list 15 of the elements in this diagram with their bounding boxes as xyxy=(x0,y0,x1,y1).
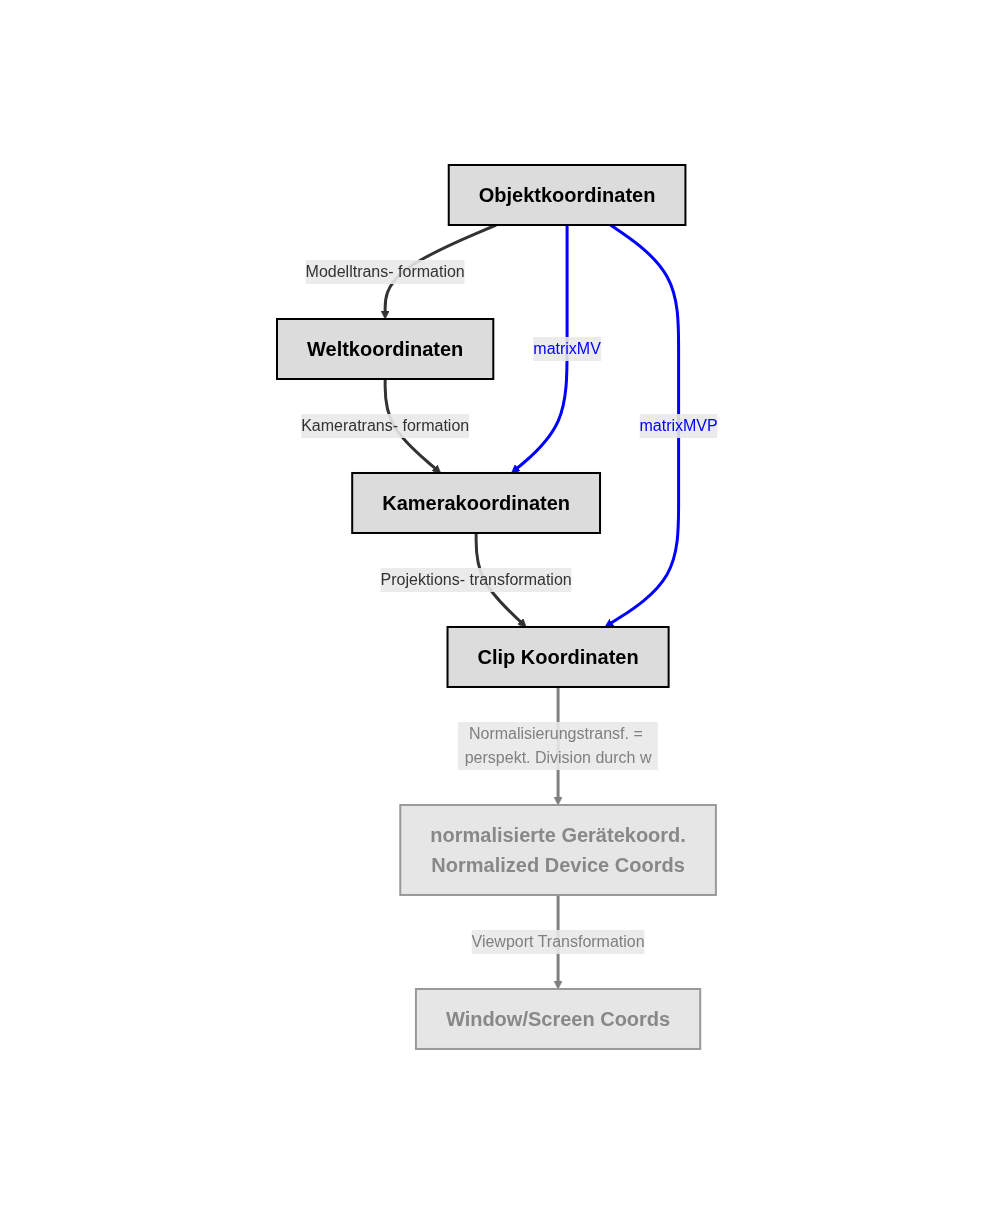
node-box: normalisierte Gerätekoord. Normalized Device Coords xyxy=(398,803,717,896)
edge-label: matrixMVP xyxy=(639,416,718,434)
arrow xyxy=(510,224,569,473)
edge-label: Modelltrans- formation xyxy=(305,262,465,280)
edge-label: Projektions- transformation xyxy=(380,570,572,588)
edge-label: Normalisierungstransf. = perspekt. Division durch w xyxy=(464,724,652,766)
edge-label: Viewport Transformation xyxy=(471,932,645,950)
node-box: Kamerakoordinaten xyxy=(350,471,601,534)
arrow xyxy=(604,223,680,627)
node-box: Weltkoordinaten xyxy=(275,317,494,380)
node-box: Window/Screen Coords xyxy=(414,987,701,1050)
node-box: Clip Koordinaten xyxy=(446,625,670,688)
edge-label: matrixMV xyxy=(532,339,601,357)
node-box: Objektkoordinaten xyxy=(447,163,687,226)
edge-label: Kameratrans- formation xyxy=(300,416,469,434)
